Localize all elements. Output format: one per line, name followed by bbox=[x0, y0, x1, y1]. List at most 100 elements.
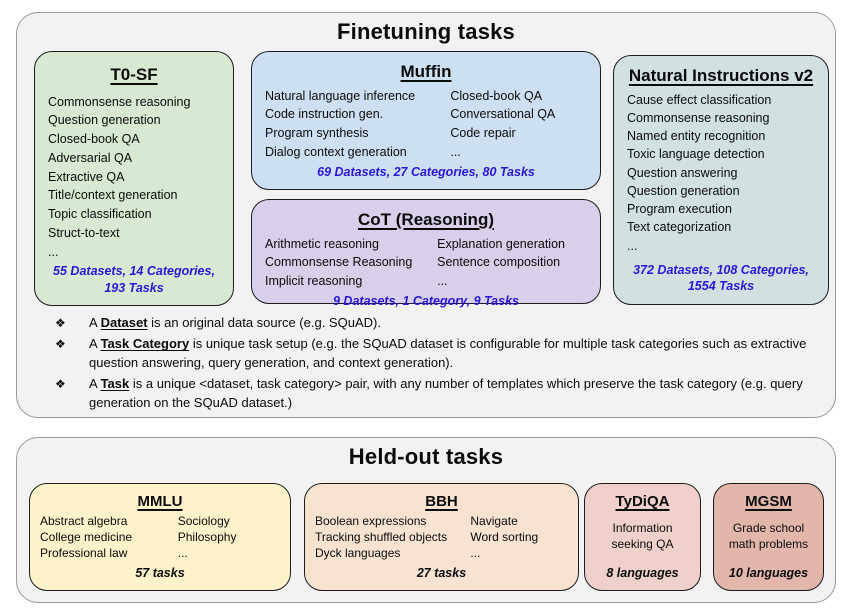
diamond-bullet-icon: ❖ bbox=[55, 337, 66, 352]
diamond-bullet-icon: ❖ bbox=[55, 316, 66, 330]
muffin-box: Muffin Natural language inference Code i… bbox=[251, 51, 601, 190]
task-item: Navigate bbox=[470, 514, 518, 528]
muffin-stats: 69 Datasets, 27 Categories, 80 Tasks bbox=[317, 164, 535, 179]
t0sf-stats: 55 Datasets, 14 Categories, 193 Tasks bbox=[53, 264, 215, 295]
niv2-box: Natural Instructions v2 Cause effect cla… bbox=[613, 55, 829, 305]
tydiqa-title: TyDiQA bbox=[615, 493, 670, 510]
task-item: Title/context generation bbox=[48, 188, 178, 203]
definitions-list: ❖ A Dataset is an original data source (… bbox=[43, 314, 827, 415]
task-item: Question generation bbox=[48, 113, 161, 128]
mgsm-stats: 10 languages bbox=[728, 565, 809, 580]
task-item: Philosophy bbox=[177, 530, 237, 545]
diamond-bullet-icon: ❖ bbox=[55, 377, 66, 392]
bbh-stats: 27 tasks bbox=[416, 565, 467, 580]
task-item: College medicine bbox=[40, 530, 133, 545]
tydiqa-description: Information seeking QA bbox=[611, 521, 674, 552]
task-item: Professional law bbox=[40, 546, 128, 561]
mmlu-stats: 57 tasks bbox=[135, 565, 185, 580]
mmlu-task-columns: Abstract algebra College medicine Profes… bbox=[30, 513, 290, 562]
definition-task-category: ❖ A Task Category is unique task setup (… bbox=[43, 335, 827, 372]
task-item: Question answering bbox=[627, 165, 738, 180]
task-item: Dyck languages bbox=[315, 546, 401, 561]
task-item: Code repair bbox=[450, 126, 516, 141]
muffin-task-columns: Natural language inference Code instruct… bbox=[252, 87, 600, 162]
definition-pre: A bbox=[89, 376, 101, 392]
bbh-box: BBH Boolean expressions Tracking shuffle… bbox=[304, 483, 579, 591]
heldout-panel: Held-out tasks MMLU Abstract algebra Col… bbox=[16, 437, 836, 603]
task-item: Boolean expressions bbox=[315, 514, 427, 528]
definition-pre: A bbox=[89, 315, 101, 330]
definition-term: Task bbox=[100, 376, 130, 392]
task-item: Struct-to-text bbox=[48, 225, 120, 240]
task-item: Commonsense reasoning bbox=[627, 110, 770, 125]
definition-task: ❖ A Task is a unique <dataset, task cate… bbox=[43, 375, 827, 412]
task-item: Toxic language detection bbox=[627, 147, 765, 162]
cot-column-1: Arithmetic reasoning Commonsense Reasoni… bbox=[265, 235, 437, 291]
task-item: Text categorization bbox=[627, 220, 732, 235]
task-item: Code instruction gen. bbox=[265, 107, 384, 122]
task-item: Commonsense Reasoning bbox=[265, 255, 413, 270]
ellipsis-item: ... bbox=[48, 244, 59, 259]
task-item: Tracking shuffled objects bbox=[315, 530, 448, 545]
task-item: Sociology bbox=[177, 514, 230, 528]
niv2-title: Natural Instructions v2 bbox=[628, 66, 814, 85]
task-item: Adversarial QA bbox=[48, 150, 133, 165]
definition-rest: is unique task setup (e.g. the SQuAD dat… bbox=[89, 336, 807, 370]
t0sf-task-list: Commonsense reasoning Question generatio… bbox=[35, 93, 233, 262]
cot-column-2: Explanation generation Sentence composit… bbox=[437, 235, 596, 291]
t0sf-box: T0-SF Commonsense reasoning Question gen… bbox=[34, 51, 234, 306]
muffin-column-2: Closed-book QA Conversational QA Code re… bbox=[450, 87, 596, 162]
task-item: Natural language inference bbox=[265, 88, 416, 103]
cot-stats: 9 Datasets, 1 Category, 9 Tasks bbox=[333, 293, 519, 308]
ellipsis-item: ... bbox=[627, 238, 638, 253]
tydiqa-stats: 8 languages bbox=[606, 565, 679, 580]
task-item: Extractive QA bbox=[48, 169, 125, 184]
mmlu-box: MMLU Abstract algebra College medicine P… bbox=[29, 483, 291, 591]
mmlu-column-2: Sociology Philosophy ... bbox=[178, 513, 286, 562]
definition-text: A Dataset is an original data source (e.… bbox=[89, 314, 381, 332]
definition-text: A Task is a unique <dataset, task catego… bbox=[89, 375, 827, 412]
bbh-column-1: Boolean expressions Tracking shuffled ob… bbox=[315, 513, 470, 562]
task-item: Implicit reasoning bbox=[265, 274, 363, 289]
niv2-stats: 372 Datasets, 108 Categories, 1554 Tasks bbox=[633, 262, 809, 293]
definition-text: A Task Category is unique task setup (e.… bbox=[89, 335, 827, 372]
task-item: Program execution bbox=[627, 202, 732, 217]
task-item: Closed-book QA bbox=[450, 88, 543, 103]
task-item: Cause effect classification bbox=[627, 92, 772, 107]
task-item: Closed-book QA bbox=[48, 132, 140, 147]
tydiqa-box: TyDiQA Information seeking QA 8 language… bbox=[584, 483, 701, 591]
bbh-column-2: Navigate Word sorting ... bbox=[470, 513, 574, 562]
definition-term: Task Category bbox=[100, 336, 190, 352]
task-item: Explanation generation bbox=[437, 236, 565, 251]
mmlu-title: MMLU bbox=[137, 493, 183, 510]
ellipsis-item: ... bbox=[437, 274, 448, 289]
finetuning-panel-title: Finetuning tasks bbox=[337, 19, 515, 44]
finetuning-panel: Finetuning tasks T0-SF Commonsense reaso… bbox=[16, 12, 836, 418]
mgsm-title: MGSM bbox=[745, 493, 792, 510]
definition-rest: is an original data source (e.g. SQuAD). bbox=[147, 315, 381, 330]
muffin-column-1: Natural language inference Code instruct… bbox=[265, 87, 450, 162]
bbh-task-columns: Boolean expressions Tracking shuffled ob… bbox=[305, 513, 578, 562]
task-item: Question generation bbox=[627, 183, 740, 198]
t0sf-title: T0-SF bbox=[110, 65, 158, 84]
ellipsis-item: ... bbox=[470, 546, 481, 561]
task-item: Word sorting bbox=[470, 530, 539, 545]
ellipsis-item: ... bbox=[450, 144, 461, 159]
task-item: Named entity recognition bbox=[627, 129, 766, 144]
definition-rest: is a unique <dataset, task category> pai… bbox=[89, 376, 803, 410]
definition-pre: A bbox=[89, 336, 101, 352]
heldout-panel-title: Held-out tasks bbox=[348, 444, 504, 469]
cot-task-columns: Arithmetic reasoning Commonsense Reasoni… bbox=[252, 235, 600, 291]
mgsm-box: MGSM Grade school math problems 10 langu… bbox=[713, 483, 824, 591]
definition-dataset: ❖ A Dataset is an original data source (… bbox=[43, 314, 827, 332]
mgsm-description: Grade school math problems bbox=[728, 521, 809, 552]
task-item: Arithmetic reasoning bbox=[265, 236, 379, 251]
cot-title: CoT (Reasoning) bbox=[358, 210, 494, 229]
task-item: Sentence composition bbox=[437, 255, 561, 270]
muffin-title: Muffin bbox=[400, 62, 452, 81]
task-item: Topic classification bbox=[48, 207, 152, 222]
task-item: Abstract algebra bbox=[40, 514, 128, 528]
task-item: Dialog context generation bbox=[265, 144, 407, 159]
mmlu-column-1: Abstract algebra College medicine Profes… bbox=[40, 513, 178, 562]
